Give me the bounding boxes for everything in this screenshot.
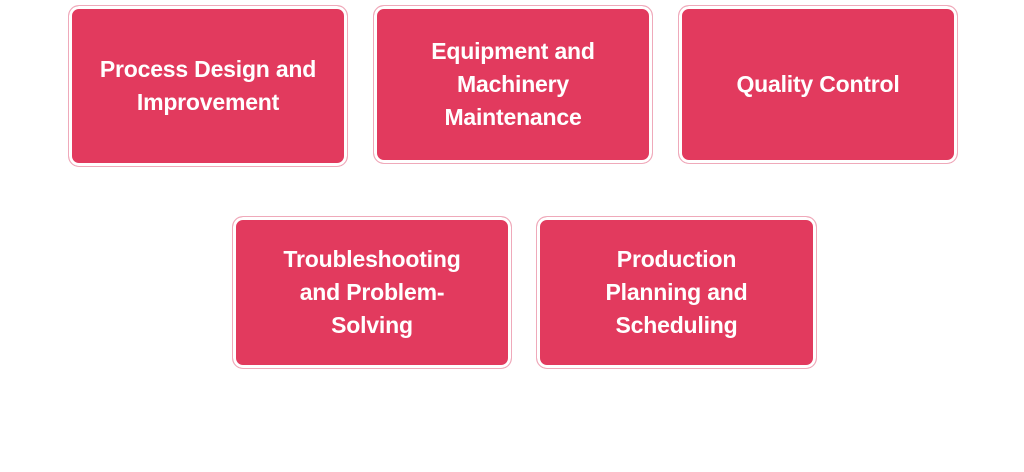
card-troubleshooting-and-problem-solving[interactable]: Troubleshooting and Problem- Solving xyxy=(232,216,512,369)
card-label: Production Planning and Scheduling xyxy=(605,246,748,338)
card-label: Equipment and Machinery Maintenance xyxy=(431,38,595,130)
card-label: Quality Control xyxy=(736,71,900,97)
card-production-planning-and-scheduling[interactable]: Production Planning and Scheduling xyxy=(536,216,817,369)
card-label: Process Design and Improvement xyxy=(99,56,317,115)
card-label: Troubleshooting and Problem- Solving xyxy=(283,246,461,338)
card-quality-control[interactable]: Quality Control xyxy=(678,5,958,164)
card-process-design-and-improvement[interactable]: Process Design and Improvement xyxy=(68,5,348,167)
card-equipment-and-machinery-maintenance[interactable]: Equipment and Machinery Maintenance xyxy=(373,5,653,164)
